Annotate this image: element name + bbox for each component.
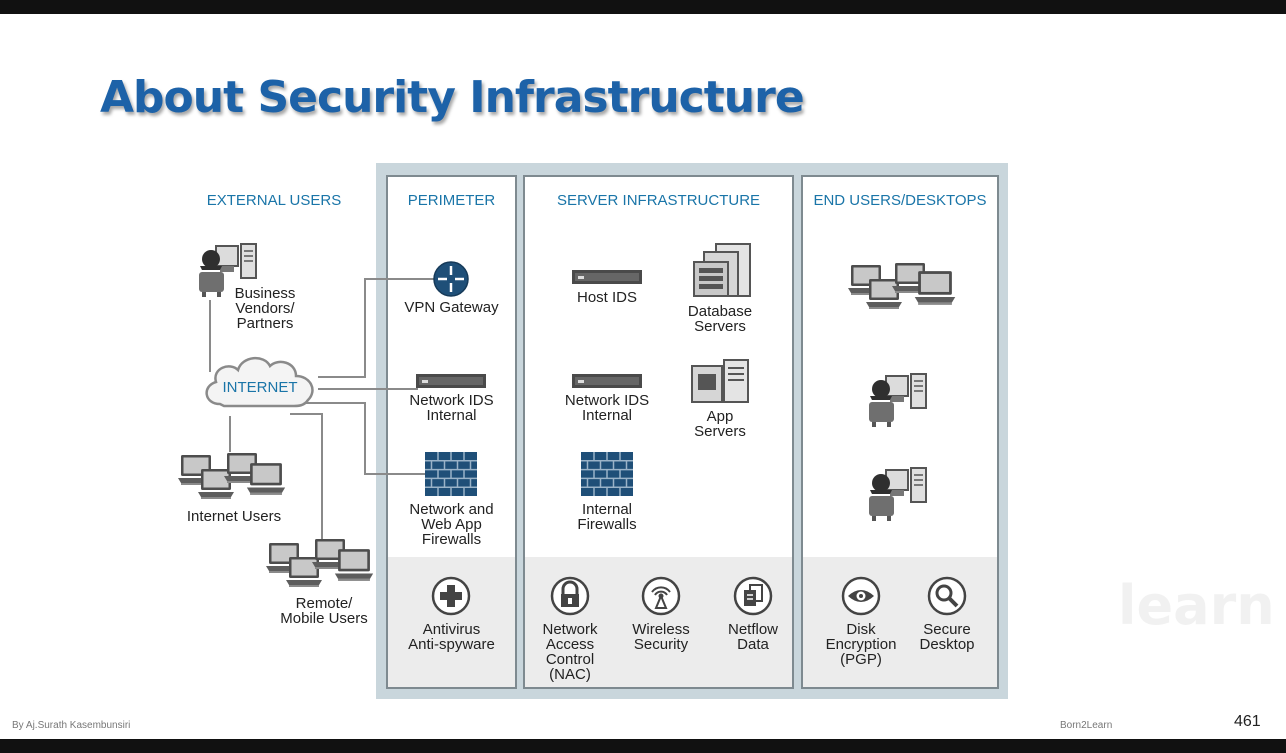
server-ids-label-line2: Internal [581, 407, 633, 424]
wireless-label-line1: Wireless [632, 621, 690, 638]
end-users-header: END USERS/DESKTOPS [813, 192, 987, 209]
perimeter-firewall-label-line2: Web App [421, 516, 482, 533]
perimeter-firewall-label-line1: Network and [409, 501, 494, 518]
database-servers-icon [692, 242, 754, 298]
vpn-gateway-label: VPN Gateway [404, 299, 499, 316]
desktop-user-icon [866, 372, 930, 428]
internal-firewall-label-line2: Firewalls [577, 516, 637, 533]
perimeter-firewall-icon [425, 452, 477, 496]
remote-users-label-line2: Mobile Users [280, 610, 368, 627]
bottom-black-bar [0, 739, 1286, 753]
remote-users-label-line1: Remote/ [295, 595, 353, 612]
internal-ids-appliance-icon [572, 374, 642, 388]
end-users-column [801, 175, 999, 689]
disk-encryption-label-line1: Disk [846, 621, 876, 638]
watermark-text: learn [1118, 574, 1275, 637]
netflow-label-line1: Netflow [727, 621, 779, 638]
app-servers-label-line2: Servers [694, 423, 746, 440]
perimeter-header: PERIMETER [407, 192, 496, 209]
top-black-bar [0, 0, 1286, 14]
antivirus-plus-icon [431, 576, 471, 616]
perimeter-column [386, 175, 517, 689]
desktop-laptop-icon [914, 270, 956, 306]
partners-label-line2: Vendors/ [235, 300, 295, 317]
antivirus-label-line1: Antivirus [422, 621, 481, 638]
internet-user-laptop-icon [246, 462, 286, 496]
server-infrastructure-header: SERVER INFRASTRUCTURE [556, 192, 761, 209]
nac-label-line1: Network [542, 621, 598, 638]
secure-desktop-label-line2: Desktop [919, 636, 975, 653]
footer-brand: Born2Learn [1060, 720, 1113, 731]
perimeter-firewall-label-line3: Firewalls [421, 531, 482, 548]
disk-encryption-label-line2: Encryption [825, 636, 897, 653]
server-ids-label-line1: Network IDS [564, 392, 650, 409]
disk-encryption-label-line3: (PGP) [840, 651, 882, 668]
partners-label-line3: Partners [236, 315, 294, 332]
nac-label-line4: (NAC) [549, 666, 591, 683]
disk-encryption-eye-icon [841, 576, 881, 616]
footer-author: By Aj.Surath Kasembunsiri [12, 720, 131, 731]
secure-desktop-label-line1: Secure [923, 621, 971, 638]
partners-label-line1: Business [234, 285, 296, 302]
desktop-user-icon [866, 466, 930, 522]
internal-firewall-icon [581, 452, 633, 496]
netflow-documents-icon [733, 576, 773, 616]
network-ids-appliance-icon [416, 374, 486, 388]
wireless-antenna-icon [641, 576, 681, 616]
nac-lock-icon [550, 576, 590, 616]
internet-label: INTERNET [222, 379, 298, 396]
internal-firewall-label-line1: Internal [581, 501, 633, 518]
remote-user-laptop-icon [334, 548, 374, 582]
vpn-gateway-router-icon [433, 261, 469, 297]
app-servers-icon [690, 358, 750, 408]
external-users-header: EXTERNAL USERS [206, 192, 342, 209]
host-ids-appliance-icon [572, 270, 642, 284]
wireless-label-line2: Security [633, 636, 689, 653]
internet-users-label: Internet Users [186, 508, 282, 525]
internet-cloud-icon [205, 357, 314, 408]
netflow-label-line2: Data [737, 636, 769, 653]
nac-label-line2: Access [545, 636, 595, 653]
perimeter-ids-label-line1: Network IDS [409, 392, 494, 409]
perimeter-ids-label-line2: Internal [426, 407, 477, 424]
page-number: 461 [1234, 713, 1261, 730]
endusers-bottom-band [803, 557, 997, 687]
database-servers-label-line1: Database [687, 303, 753, 320]
host-ids-label: Host IDS [576, 289, 637, 306]
slide-title: About Security Infrastructure [100, 72, 805, 123]
antivirus-label-line2: Anti-spyware [408, 636, 495, 653]
database-servers-label-line2: Servers [694, 318, 746, 335]
app-servers-label-line1: App [706, 408, 734, 425]
secure-desktop-magnifier-icon [927, 576, 967, 616]
nac-label-line3: Control [545, 651, 595, 668]
